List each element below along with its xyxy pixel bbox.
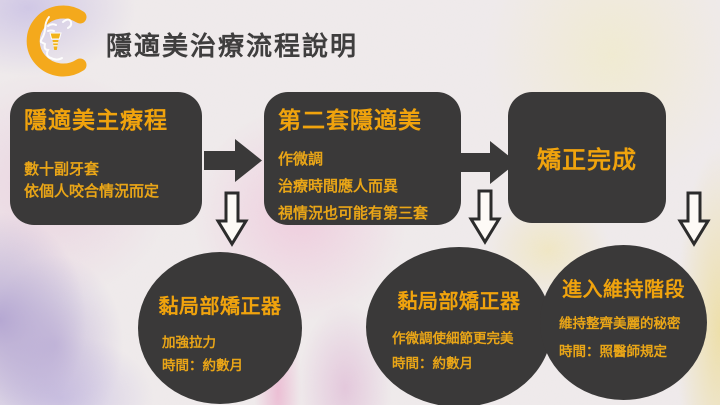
flow-step-title: 矯正完成 [537,147,637,174]
flow-step-main-aligner: 隱適美主療程 數十副牙套 依個人咬合情況而定 [10,92,202,225]
flow-step-detail: 作微調 [278,151,324,168]
substep-attach-partial-braces-2: 黏局部矯正器 作微調使細節更完美 時間：約數月 [366,247,552,405]
arrow-right-icon [459,141,517,184]
flow-step-second-aligner: 第二套隱適美 作微調 治療時間應人而異 視情況也可能有第三套 [264,92,461,225]
substep-detail: 加強拉力 [162,335,216,350]
substep-detail: 時間：約數月 [392,356,473,371]
flow-step-complete: 矯正完成 [508,92,666,223]
arrow-down-icon [215,191,249,247]
substep-detail: 時間：約數月 [162,358,243,373]
clinic-logo-icon [26,5,87,77]
flow-step-detail: 數十副牙套 [24,161,100,178]
arrow-down-icon [677,191,711,247]
implant-icon [49,32,62,50]
substep-title: 進入維持階段 [562,279,685,301]
flow-step-detail: 視情況也可能有第三套 [278,205,429,222]
arrow-right-icon [204,139,262,182]
page-title: 隱適美治療流程說明 [106,31,359,61]
flow-step-detail: 依個人咬合情況而定 [24,183,160,200]
flow-step-title: 第二套隱適美 [278,107,422,133]
substep-title: 黏局部矯正器 [397,291,521,313]
substep-attach-partial-braces-1: 黏局部矯正器 加強拉力 時間：約數月 [138,252,302,404]
substep-title: 黏局部矯正器 [158,296,282,318]
arrow-down-icon [468,189,502,245]
flow-step-title: 隱適美主療程 [24,107,168,133]
substep-retention-phase: 進入維持階段 維持整齊美麗的秘密 時間：照醫師規定 [540,245,707,400]
substep-detail: 維持整齊美麗的秘密 [559,316,681,331]
substep-detail: 作微調使細節更完美 [392,331,514,346]
flow-step-detail: 治療時間應人而異 [278,178,399,195]
substep-detail: 時間：照醫師規定 [559,344,667,359]
